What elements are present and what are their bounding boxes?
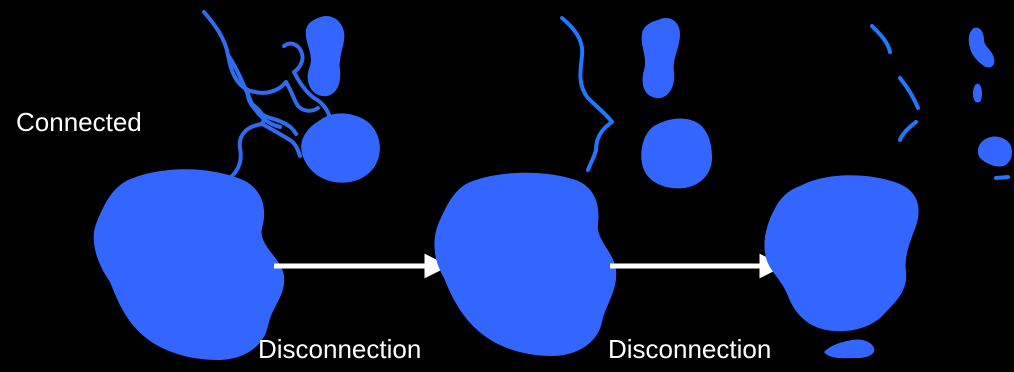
label-disconnection-1: Disconnection [258, 334, 421, 364]
stage-connected [93, 10, 380, 360]
label-connected: Connected [16, 107, 142, 137]
strand-remnant-stage2 [560, 16, 614, 172]
blob-stage2-top [641, 17, 680, 99]
stage-disconnection-2 [764, 24, 1012, 359]
strand-fragments-stage3 [870, 24, 1010, 180]
blob-connected-main [93, 169, 285, 360]
blob-connected-middle [301, 113, 380, 183]
blob-stage2-main [434, 172, 617, 356]
fragment-stage3-c [977, 136, 1012, 167]
blob-connected-top [305, 15, 345, 97]
blob-stage3-main [764, 175, 919, 332]
stage-disconnection-1 [434, 16, 712, 356]
fragment-stage3-b [973, 83, 982, 103]
fragment-stage3-a [968, 27, 995, 68]
fragment-stage3-d [824, 339, 875, 359]
strand-network-connected [202, 10, 332, 178]
blob-stage2-middle [641, 118, 712, 189]
label-disconnection-2: Disconnection [608, 334, 771, 364]
